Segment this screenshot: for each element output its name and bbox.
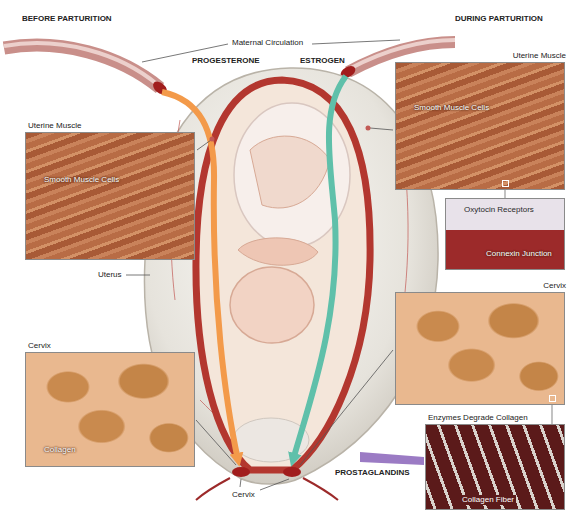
leader-line: [312, 40, 400, 44]
leader-line: [240, 479, 241, 487]
figure-label: DURING PARTURITION: [455, 14, 543, 24]
image-panel: Cervix: [395, 292, 565, 405]
vessel: [4, 45, 160, 88]
leader-line: [196, 420, 236, 465]
detail-connector: [551, 405, 552, 424]
leader-line: [126, 275, 150, 276]
figure-label: Maternal Circulation: [232, 38, 303, 48]
fetal-limb: [250, 136, 330, 208]
panel-heading: Cervix: [543, 281, 566, 291]
panel-heading: Uterine Muscle: [513, 51, 566, 61]
figure-label: ESTROGEN: [300, 56, 345, 66]
figure-label: Uterus: [98, 270, 122, 280]
leader-line: [197, 140, 211, 150]
sample-dot: [366, 126, 371, 131]
panel-heading: Uterine Muscle: [28, 121, 81, 131]
image-panel: Uterine MuscleSmooth Muscle Cells: [25, 132, 195, 260]
panel-text: Collagen Fiber: [460, 495, 516, 505]
figure-label: PROSTAGLANDINS: [335, 468, 410, 478]
image-panel: Oxytocin ReceptorsConnexin Junction: [445, 198, 565, 270]
estrogen-arrow: [293, 76, 346, 460]
image-panel: Uterine MuscleSmooth Muscle Cells: [395, 62, 565, 190]
figure-label: BEFORE PARTURITION: [22, 14, 112, 24]
panel-text: Oxytocin Receptors: [464, 205, 534, 215]
panel-text: Collagen: [44, 445, 76, 455]
cervix-opening: [283, 467, 301, 477]
leader-line: [300, 350, 393, 465]
cervix-opening: [232, 467, 250, 477]
panel-heading: Cervix: [28, 341, 51, 351]
prostaglandin-wedge: [360, 452, 424, 465]
vessel-highlight: [4, 43, 158, 85]
panel-text: Smooth Muscle Cells: [44, 175, 119, 185]
uterine-wall-cut: [196, 80, 370, 470]
figure-label: Cervix: [232, 490, 255, 500]
leader-line: [260, 479, 289, 490]
figure-label: PROGESTERONE: [192, 56, 260, 66]
fetal-head: [230, 267, 314, 343]
panel-heading: Enzymes Degrade Collagen: [428, 413, 528, 423]
fetal-arm: [238, 238, 318, 265]
cervical-vessels: [196, 478, 338, 500]
detail-connector: [504, 190, 505, 198]
detail-marker: [549, 395, 556, 402]
leader-line: [370, 128, 393, 130]
panel-text: Connexin Junction: [486, 249, 552, 259]
image-panel: CervixCollagen: [25, 352, 195, 467]
panel-text: Smooth Muscle Cells: [414, 103, 489, 113]
detail-marker: [502, 180, 509, 187]
sample-dot: [210, 137, 215, 142]
image-panel: Enzymes Degrade CollagenCollagen Fiber: [425, 424, 565, 510]
